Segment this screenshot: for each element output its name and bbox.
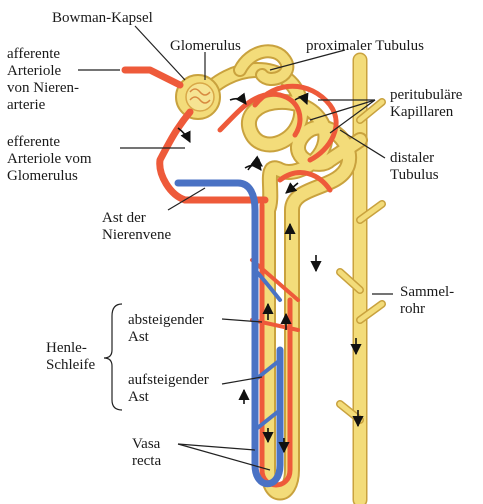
label-collecting-duct: Sammel- rohr xyxy=(400,284,454,318)
label-vasa-recta: Vasa recta xyxy=(132,436,161,470)
label-renal-vein-branch: Ast der Nierenvene xyxy=(102,210,171,244)
bowman-capsule xyxy=(176,75,220,119)
glomerulus xyxy=(186,83,214,111)
label-henle-loop: Henle- Schleife xyxy=(46,340,95,374)
leader-lines xyxy=(78,26,393,470)
henle-bracket xyxy=(104,304,122,410)
label-glomerulus: Glomerulus xyxy=(170,38,241,55)
label-afferent-arteriole: afferente Arteriole von Nieren- arterie xyxy=(7,46,79,114)
label-descending-limb: absteigender Ast xyxy=(128,312,204,346)
label-bowman-capsule: Bowman-Kapsel xyxy=(52,10,153,27)
label-distal-tubulus: distaler Tubulus xyxy=(390,150,439,184)
label-peritubular-capillaries: peritubuläre Kapillaren xyxy=(390,87,462,121)
label-efferent-arteriole: efferente Arteriole vom Glomerulus xyxy=(7,134,92,185)
afferent-arteriole xyxy=(125,70,180,85)
label-ascending-limb: aufsteigender Ast xyxy=(128,372,209,406)
collecting-duct xyxy=(340,60,382,500)
label-proximal-tubulus: proximaler Tubulus xyxy=(306,38,424,55)
